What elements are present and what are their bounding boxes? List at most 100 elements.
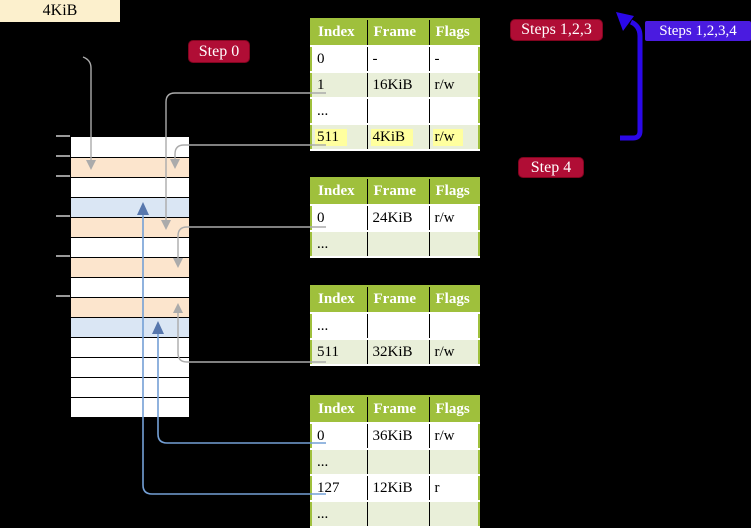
cell-index: ... (311, 449, 368, 476)
arrowhead-upleft-icon (616, 12, 634, 31)
cell-flags: r (429, 475, 479, 502)
cell-frame: 24KiB (367, 205, 430, 232)
tick-mark (56, 255, 70, 257)
connector-t2-row0-24kib (177, 226, 326, 259)
cell-flags (429, 313, 479, 340)
cell-index: 127 (311, 475, 368, 502)
col-header-index: Index (311, 178, 368, 206)
col-header-flags: Flags (429, 396, 479, 424)
cell-frame (367, 98, 430, 125)
steps-1234-badge: Steps 1,2,3,4 (645, 21, 751, 41)
cell-frame: 36KiB (367, 423, 430, 450)
cell-frame: 32KiB (367, 339, 430, 366)
table-row: 0 36KiB r/w (311, 423, 479, 450)
cell-frame: 12KiB (367, 475, 430, 502)
cell-index: 1 (311, 72, 368, 99)
table-header-row: Index Frame Flags (311, 178, 479, 206)
cell-index: ... (311, 98, 368, 125)
page-table-1: Index Frame Flags 0 - - 1 16KiB r/w ... … (310, 18, 480, 151)
cell-index: ... (311, 313, 368, 340)
table-row: ... (311, 313, 479, 340)
cell-frame: 4KiB (367, 124, 430, 151)
tick-mark (56, 215, 70, 217)
cell-flags: r/w (429, 72, 479, 99)
cell-frame (367, 231, 430, 258)
col-header-frame: Frame (367, 286, 430, 314)
col-header-frame: Frame (367, 396, 430, 424)
steps-loop-arrow (620, 19, 643, 141)
col-header-frame: Frame (367, 19, 430, 47)
cell-flags (429, 449, 479, 476)
table-row: 1 16KiB r/w (311, 72, 479, 99)
tick-mark (56, 295, 70, 297)
highlight-text: r/w (432, 128, 463, 146)
table-row-highlighted: 511 4KiB r/w (311, 124, 479, 151)
stack-row-blue (71, 317, 189, 337)
cell-flags: r/w (429, 339, 479, 366)
highlight-text: 511 (315, 128, 347, 146)
page-table-3: Index Frame Flags ... 511 32KiB r/w (310, 285, 480, 366)
cell-flags: - (429, 46, 479, 73)
tick-mark (56, 175, 70, 177)
stack-row-plain (71, 277, 189, 297)
table-row: ... (311, 231, 479, 258)
page-table-2: Index Frame Flags 0 24KiB r/w ... (310, 177, 480, 258)
cell-frame: 16KiB (367, 72, 430, 99)
col-header-flags: Flags (429, 178, 479, 206)
table-row: 0 - - (311, 46, 479, 73)
table-header-row: Index Frame Flags (311, 19, 479, 47)
col-header-frame: Frame (367, 178, 430, 206)
stack-row-peach (71, 257, 189, 277)
stack-row-peach (71, 157, 189, 177)
col-header-index: Index (311, 19, 368, 47)
frame-size-label: 4KiB (0, 0, 120, 22)
col-header-index: Index (311, 396, 368, 424)
cell-frame: - (367, 46, 430, 73)
cell-flags: r/w (429, 205, 479, 232)
cell-frame (367, 313, 430, 340)
table-row: 127 12KiB r (311, 475, 479, 502)
stack-row-plain (71, 237, 189, 257)
steps-123-badge: Steps 1,2,3 (510, 19, 603, 41)
highlight-text: 4KiB (370, 128, 414, 146)
col-header-flags: Flags (429, 19, 479, 47)
connector-t1-row1-16kib (165, 92, 326, 221)
cell-flags (429, 98, 479, 125)
table-row: ... (311, 449, 479, 476)
cell-index: 0 (311, 423, 368, 450)
table-header-row: Index Frame Flags (311, 286, 479, 314)
table-row: ... (311, 98, 479, 125)
stack-row-plain (71, 177, 189, 197)
table-row: ... (311, 501, 479, 528)
cell-index: 0 (311, 46, 368, 73)
cell-flags: r/w (429, 124, 479, 151)
cell-flags (429, 501, 479, 528)
stack-row-peach (71, 217, 189, 237)
connector-t3-row511-32kib (177, 312, 326, 363)
stack-row-plain (71, 337, 189, 357)
stack-row-plain (71, 397, 189, 417)
cell-index: 0 (311, 205, 368, 232)
table-header-row: Index Frame Flags (311, 396, 479, 424)
stack-row-blue (71, 197, 189, 217)
table-row: 0 24KiB r/w (311, 205, 479, 232)
table-row: 511 32KiB r/w (311, 339, 479, 366)
step-4-badge: Step 4 (518, 157, 584, 178)
col-header-index: Index (311, 286, 368, 314)
cell-frame (367, 501, 430, 528)
cell-frame (367, 449, 430, 476)
col-header-flags: Flags (429, 286, 479, 314)
stack-row-peach (71, 297, 189, 317)
connector-t1-row511-4kib (174, 144, 326, 160)
cell-index: ... (311, 231, 368, 258)
cell-index: ... (311, 501, 368, 528)
tick-mark (56, 135, 70, 137)
step-0-badge: Step 0 (188, 40, 250, 63)
cell-index: 511 (311, 339, 368, 366)
cell-index: 511 (311, 124, 368, 151)
cell-flags: r/w (429, 423, 479, 450)
page-table-4: Index Frame Flags 0 36KiB r/w ... 127 12… (310, 395, 480, 528)
stack-row-plain (71, 377, 189, 397)
stack-row-plain (71, 357, 189, 377)
